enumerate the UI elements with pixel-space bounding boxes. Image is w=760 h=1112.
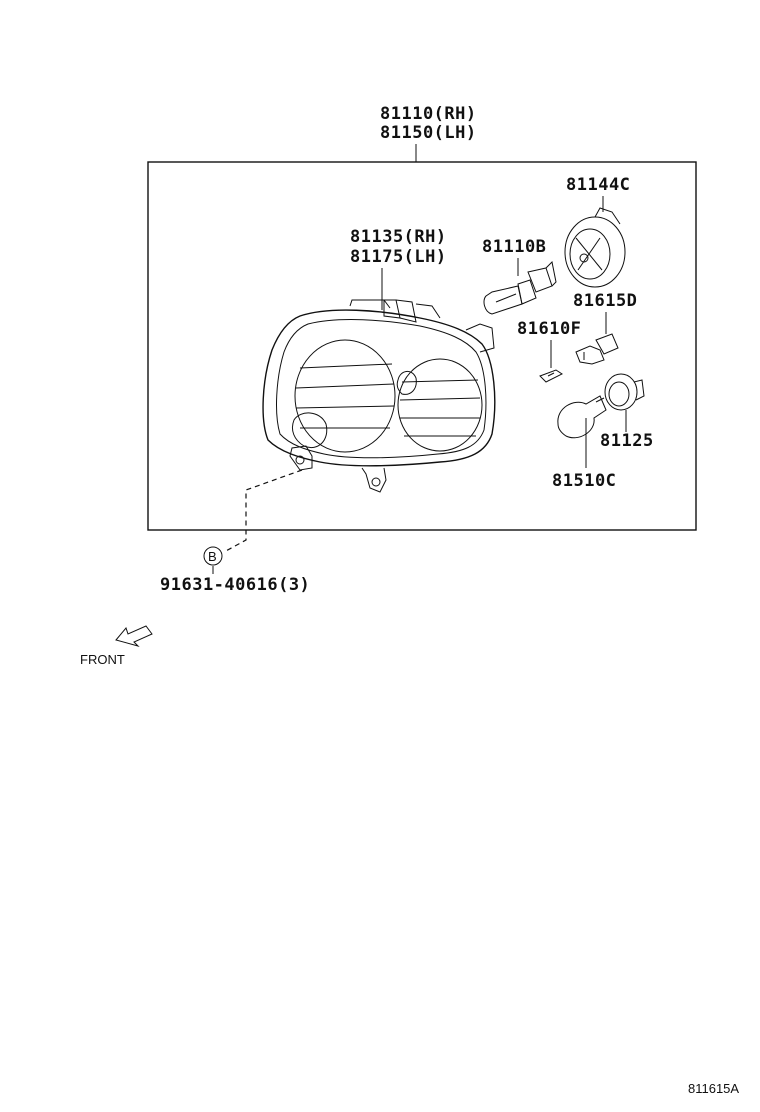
assembly-frame — [147, 161, 697, 531]
front-arrow-icon — [115, 625, 153, 647]
socket-81125[interactable] — [604, 373, 645, 411]
bulb-81610f[interactable] — [539, 369, 563, 383]
socket-cover[interactable] — [564, 207, 626, 288]
socket-81615d-label[interactable]: 81615D — [573, 291, 637, 311]
unit-rh-label[interactable]: 81135(RH) — [350, 227, 447, 247]
screw-symbol-circle[interactable] — [203, 546, 223, 566]
headlamp-unit[interactable] — [262, 299, 496, 493]
assembly-rh-label[interactable]: 81110(RH) — [380, 104, 477, 124]
socket-cover-label[interactable]: 81144C — [566, 175, 630, 195]
screw-symbol: B — [208, 549, 217, 564]
headlamp-bulb[interactable] — [483, 260, 557, 315]
bulb-81610f-label[interactable]: 81610F — [517, 319, 581, 339]
unit-lh-label[interactable]: 81175(LH) — [350, 247, 447, 267]
screw-leader — [223, 469, 303, 553]
screw-part-label[interactable]: 91631-40616(3) — [160, 575, 310, 595]
bulb-headlamp-label[interactable]: 81110B — [482, 237, 546, 257]
front-label: FRONT — [80, 652, 125, 667]
diagram-code: 811615A — [688, 1081, 739, 1096]
assembly-lh-label[interactable]: 81150(LH) — [380, 123, 477, 143]
bulb-81510c[interactable] — [557, 395, 607, 439]
bulb-81510c-label[interactable]: 81510C — [552, 471, 616, 491]
socket-81125-label[interactable]: 81125 — [600, 431, 654, 451]
socket-81615d[interactable] — [575, 333, 619, 365]
